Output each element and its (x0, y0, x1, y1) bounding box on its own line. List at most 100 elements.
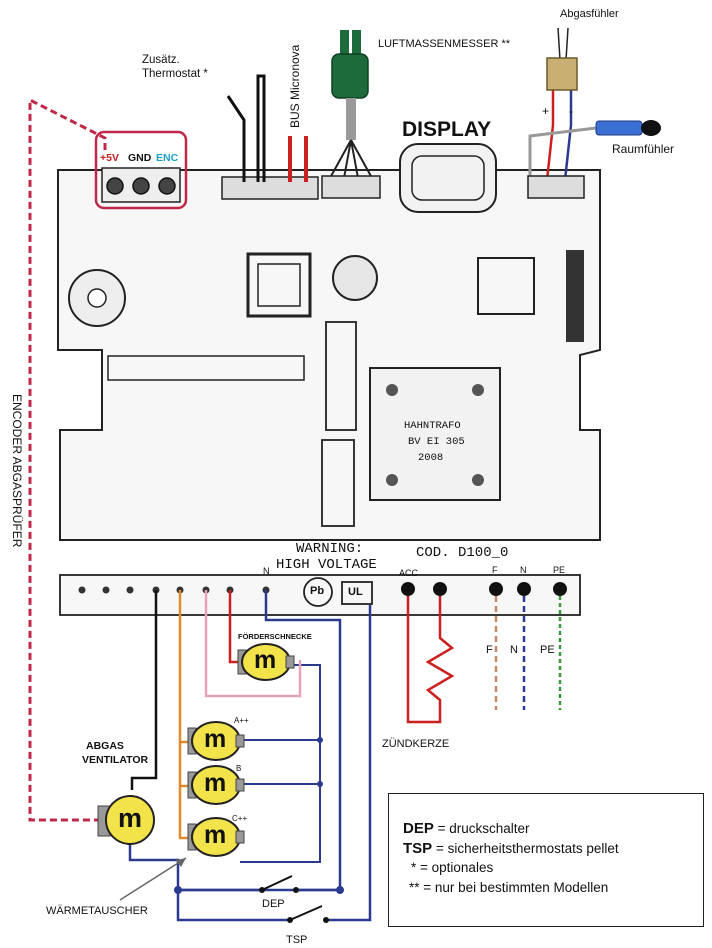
exhaust-fan-motor (97, 795, 155, 845)
circuit-board (57, 169, 601, 541)
cod-label: COD. D100_0 (416, 545, 509, 561)
tsp-contact-2 (323, 917, 329, 923)
ul-mark (341, 581, 373, 605)
encoder-terminal-2 (132, 177, 150, 195)
motor-c (187, 817, 245, 857)
relay-block-inner (257, 263, 301, 307)
n-top-label: N (520, 565, 527, 575)
room-sensor-tip (641, 120, 661, 136)
room-sensor-cable (528, 126, 597, 180)
transformer-label-1: HAHNTRAFO (404, 420, 461, 432)
motor-a (187, 721, 245, 761)
display-connector-inner (411, 155, 485, 201)
pe-label: PE (540, 644, 555, 656)
mains-terminal-f (489, 582, 503, 596)
extra-thermostat-label-2: Thermostat * (142, 68, 208, 80)
dep-switch (261, 875, 293, 891)
f-label: F (486, 644, 493, 656)
sensor-connector (527, 175, 585, 199)
ul-label: UL (348, 586, 363, 598)
room-sensor-label: Raumfühler (612, 142, 675, 156)
warning-label-1: WARNING: (296, 541, 364, 557)
mains-terminal-n (517, 582, 531, 596)
air-mass-meter-stem (346, 98, 356, 140)
tsp-blue-wire (176, 605, 372, 922)
exhaust-sensor-blue-wire (563, 90, 573, 181)
enc-label: ENC (156, 152, 179, 164)
terminal-3 (126, 586, 134, 594)
extra-thermostat-label-1: Zusätz. (142, 54, 180, 66)
motor-c-label: C++ (232, 814, 248, 823)
air-mass-meter-top-left (340, 30, 349, 56)
display-connector (399, 143, 497, 213)
tsp-switch (289, 905, 323, 921)
motor-b-label: B (236, 764, 242, 773)
legend-row-models: ** = nur bei bestimmten Modellen (409, 880, 609, 895)
ignition-label: ZÜNDKERZE (382, 738, 450, 750)
exhaust-fan-label-1: ABGAS (86, 740, 124, 752)
bus-label: BUS Micronova (288, 44, 302, 128)
motor-c-letter: m (204, 821, 227, 849)
encoder-connector-box (94, 130, 188, 210)
heat-exchanger-arrowhead (176, 858, 186, 867)
transformer-screw-3 (386, 474, 398, 486)
air-mass-meter-wires (329, 139, 373, 179)
acc-label: ACC (399, 568, 419, 578)
encoder-terminal-1 (106, 177, 124, 195)
sensor-plus-label: + (542, 104, 550, 118)
legend-row-optional: * = optionales (411, 860, 494, 875)
junction-4 (317, 781, 323, 787)
pink-wire (204, 590, 302, 698)
junction-1 (174, 886, 182, 894)
heat-exchanger-arrow (119, 857, 187, 901)
pe-top-label: PE (553, 565, 566, 575)
exhaust-sensor-label: Abgasfühler (560, 8, 619, 20)
feed-screw-label: FÖRDERSCHNECKE (238, 632, 312, 641)
legend-row-dep: DEP = druckschalter (403, 820, 530, 837)
fan-black-wire (130, 590, 158, 790)
transformer-label-3: 2008 (418, 452, 444, 464)
motor-b (187, 765, 245, 805)
fuse-row (107, 355, 305, 381)
plus5v-label: +5V (100, 152, 119, 164)
gnd-label: GND (128, 152, 152, 164)
exhaust-sensor-red-wire (545, 90, 555, 181)
encoder-label: ENCODER ABGASPRÜFER (10, 394, 24, 548)
motor-return-wire (240, 664, 321, 863)
encoder-terminal-3 (158, 177, 176, 195)
legend-box: DEP = druckschalter TSP = sicherheitsthe… (388, 793, 704, 927)
microcontroller (477, 257, 535, 315)
f-top-label: F (492, 565, 498, 575)
ignition-wire (406, 596, 455, 724)
legend-row-tsp: TSP = sicherheitsthermostats pellet (403, 840, 619, 857)
encoder-wire (28, 97, 107, 822)
transformer-screw-4 (472, 474, 484, 486)
junction-2 (336, 886, 344, 894)
acc-terminal-1 (401, 582, 415, 596)
display-label: DISPLAY (402, 118, 492, 141)
junction-3 (317, 737, 323, 743)
coil-module (321, 439, 355, 527)
n-label: N (510, 644, 518, 656)
thermostat-bus-connector (221, 176, 319, 200)
dep-label: DEP (262, 898, 285, 910)
sensor-minus-label: - (569, 104, 573, 118)
warning-label-2: HIGH VOLTAGE (276, 557, 377, 573)
pb-label: Pb (310, 585, 325, 597)
transformer-label-2: BV EI 305 (408, 436, 465, 448)
orange-wire (178, 590, 196, 840)
air-mass-meter-body (331, 53, 369, 99)
buzzer-center (87, 288, 107, 308)
power-relay (325, 321, 357, 431)
n-small-label: N (263, 566, 270, 576)
air-mass-meter-label: LUFTMASSENMESSER ** (378, 38, 511, 50)
acc-terminal-2 (433, 582, 447, 596)
tsp-label: TSP (286, 934, 308, 946)
exhaust-fan-motor-letter: m (118, 803, 143, 833)
thermostat-wire (226, 74, 266, 182)
room-sensor-sleeve (595, 120, 643, 136)
capacitor (332, 255, 378, 301)
exhaust-fan-label-2: VENTILATOR (82, 754, 149, 766)
relay-block (246, 252, 312, 318)
terminal-1 (78, 586, 86, 594)
